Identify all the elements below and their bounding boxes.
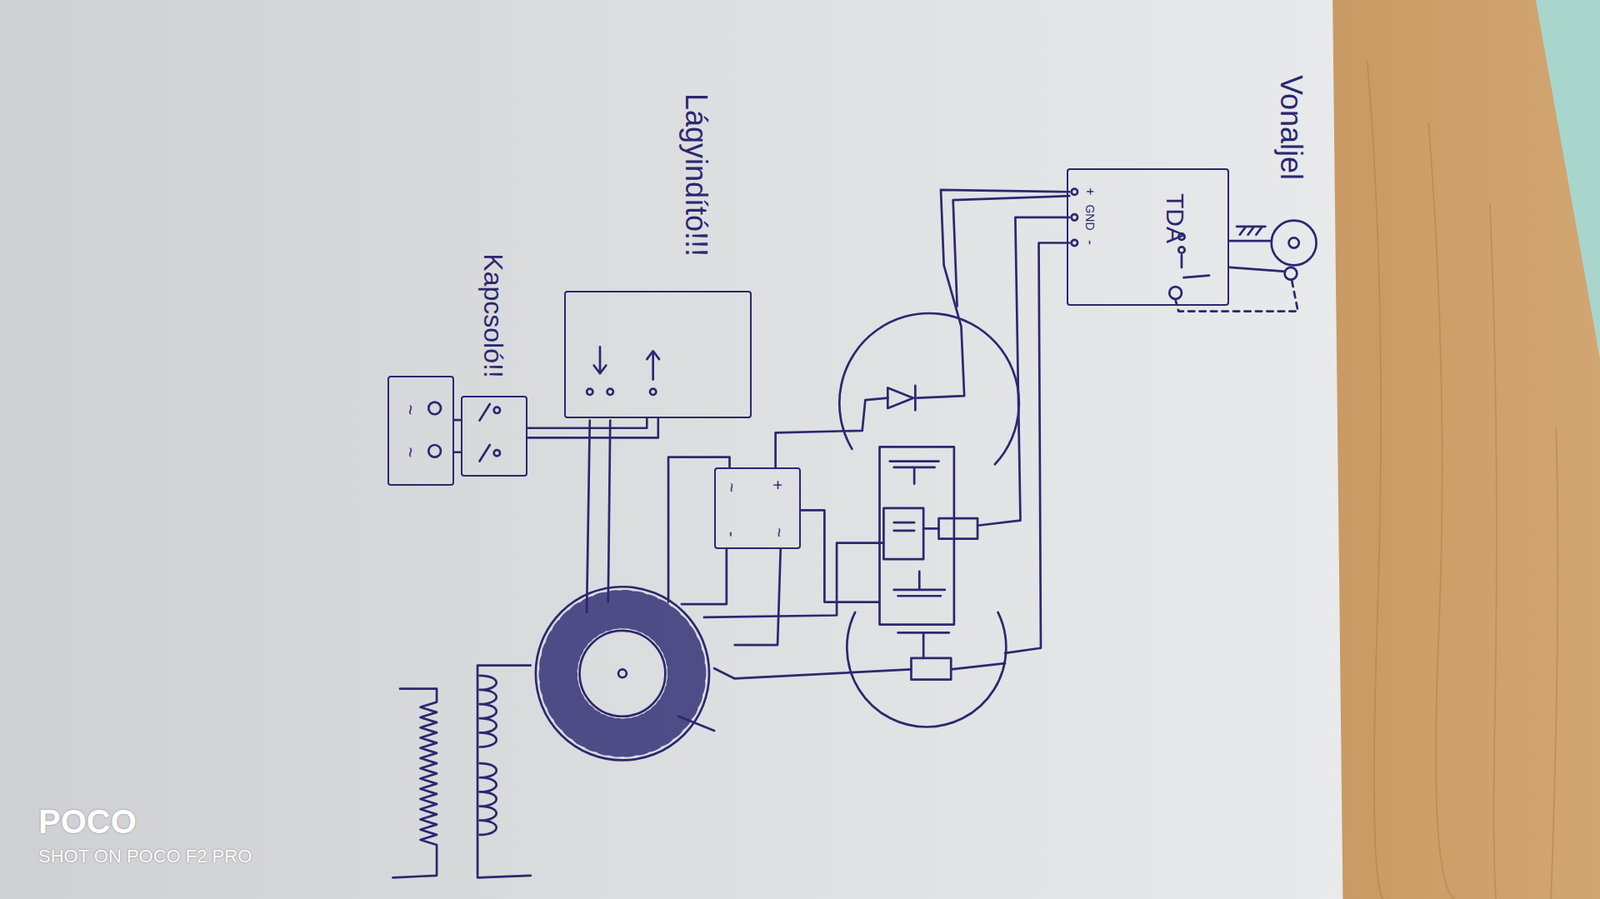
ground-hatch (1236, 226, 1265, 235)
socket-contact (428, 445, 441, 458)
switch-mark (480, 404, 490, 462)
input-wire (1230, 267, 1285, 272)
pin-label: + (1083, 188, 1097, 196)
coil-sketch (480, 675, 497, 835)
ink-stroke (1550, 428, 1558, 899)
minus-wire (1005, 242, 1070, 653)
jack-contact (1285, 267, 1298, 280)
rectifier-wire (800, 510, 880, 602)
pin-mark: ~ (770, 527, 788, 538)
pin-label: - (1082, 240, 1098, 245)
rectifier-wire (681, 549, 727, 605)
pin-dot (1178, 246, 1185, 253)
capacitor-symbol (898, 632, 950, 659)
ink-stroke (1490, 204, 1510, 899)
wire-pair (527, 418, 659, 438)
terminal-dot (494, 407, 500, 414)
bridge-rectifier: + ~ - ~ (714, 467, 801, 550)
input-contact (1169, 286, 1182, 300)
pin-dot (1071, 240, 1078, 246)
secondary-wire (950, 663, 1005, 670)
soft-starter-box: Lágyindító!!! (564, 290, 752, 419)
toroid-inner (580, 630, 666, 717)
capacitor-symbol (894, 522, 915, 531)
rectifier-wire (775, 398, 889, 468)
jack-symbol (1271, 220, 1317, 266)
wood-grain (1367, 60, 1559, 899)
rectifier-wire (668, 457, 730, 603)
watermark: POCO (38, 805, 137, 839)
capacitor-block (883, 508, 924, 560)
arrow-mark (646, 350, 660, 380)
pin-dot (1071, 189, 1078, 195)
teal-surface (1535, 0, 1600, 360)
wire-connector (527, 418, 659, 438)
terminal-dot (607, 389, 614, 395)
arrow-mark (594, 346, 607, 374)
circuit-ink (392, 189, 1316, 879)
resistor-symbol (939, 518, 979, 539)
watermark: SHOT ON POCO F2 PRO (38, 847, 252, 866)
wire-connector (527, 418, 647, 429)
pin-mark: ~ (723, 482, 740, 493)
pin-mark: TDA (1162, 193, 1188, 244)
ink-stroke (1367, 60, 1388, 899)
pin-mark: ~ (400, 447, 420, 459)
secondary-wire (714, 668, 911, 679)
capacitor-symbol (890, 461, 940, 485)
pin-mark: - (723, 531, 740, 538)
signal-label: Vonaljel (1275, 75, 1306, 180)
jack-symbol (1289, 237, 1300, 248)
socket-contact (428, 402, 441, 415)
plus-wire-double (953, 195, 1070, 306)
switch-box: Kapcsoló!! (460, 395, 528, 477)
toroid-winding (558, 609, 687, 738)
pin-mark: ~ (400, 404, 420, 415)
heatsink-outline (846, 612, 1006, 728)
gnd-wire (977, 217, 1070, 526)
coil-sketch (477, 665, 531, 879)
ink-stroke (1428, 122, 1455, 899)
toroid-center (618, 669, 627, 678)
pin-mark: + (769, 480, 786, 491)
board-outline (880, 446, 955, 625)
input-wire (1181, 255, 1210, 278)
terminal-dot (494, 450, 500, 456)
wire-connector (454, 450, 462, 454)
toroid-outer (535, 586, 710, 760)
dashed-wire (1175, 280, 1299, 312)
mains-socket: ~~ (387, 375, 455, 486)
pin-label: GND (1084, 204, 1096, 230)
pin-dot (1071, 214, 1078, 220)
primary-wire (586, 420, 590, 613)
handwritten-heading: Kapcsoló!! (480, 253, 507, 378)
rectifier-wire (735, 549, 781, 645)
terminal-dot (650, 389, 656, 395)
terminal-dot (586, 389, 593, 395)
diode-symbol (887, 385, 915, 410)
wire-connector (454, 419, 462, 422)
handwritten-heading: Lágyindító!!! (680, 93, 711, 257)
resistor-symbol (910, 658, 951, 680)
coil-sketch (392, 689, 437, 879)
input-wire (1230, 240, 1272, 243)
heatsink-outline (839, 313, 1020, 465)
toroid-lead (678, 716, 715, 731)
secondary-wire (704, 543, 885, 618)
wire-pair (454, 420, 462, 453)
primary-wire (608, 420, 610, 603)
capacitor-symbol (894, 571, 945, 596)
plus-wire (917, 190, 1070, 399)
board-wire (923, 527, 939, 530)
